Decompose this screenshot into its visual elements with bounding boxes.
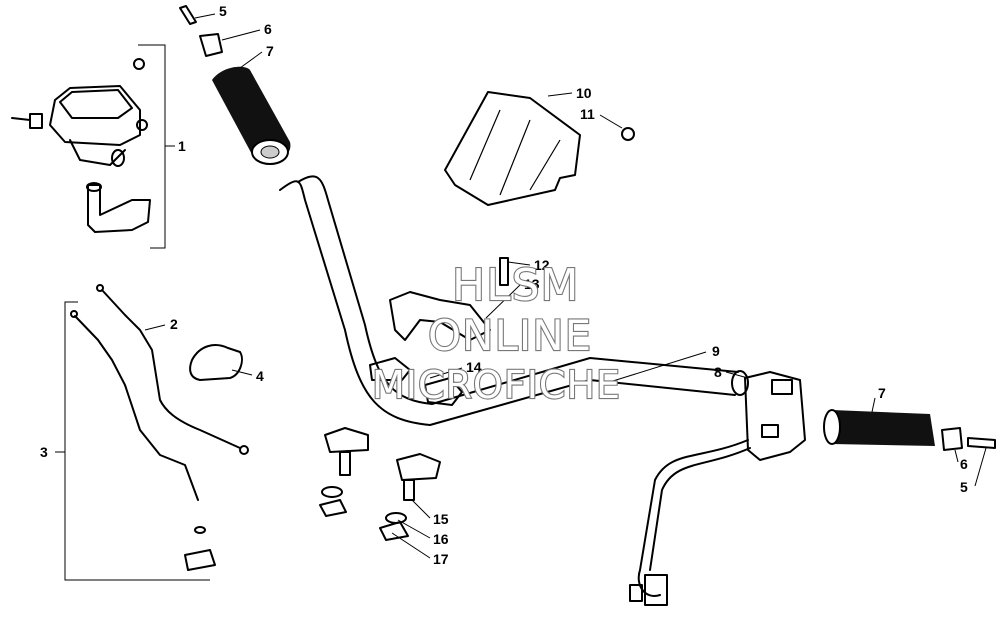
watermark: HLSM ONLINE MICROFICHE <box>371 259 621 408</box>
callout-5-left: 5 <box>219 3 227 19</box>
center-bracket <box>389 257 509 341</box>
callout-14: 14 <box>466 359 482 375</box>
watermark-line-3: MICROFICHE <box>372 363 621 407</box>
right-grip <box>823 409 996 451</box>
callout-17: 17 <box>433 551 449 567</box>
left-grip <box>179 5 291 165</box>
callout-15: 15 <box>433 511 449 527</box>
callout-7-left: 7 <box>266 43 274 59</box>
watermark-line-2: ONLINE <box>428 311 592 360</box>
throttle-cable <box>96 284 249 455</box>
callout-3: 3 <box>40 444 48 460</box>
brake-cable <box>55 301 216 581</box>
callout-16: 16 <box>433 531 449 547</box>
callout-8: 8 <box>714 364 722 380</box>
callouts: 1 2 3 4 5 6 7 8 9 10 11 12 13 14 15 16 1… <box>40 3 968 567</box>
callout-9: 9 <box>712 343 720 359</box>
handlebar-clamps <box>319 357 463 541</box>
wiring-harness <box>629 439 751 606</box>
callout-7-right: 7 <box>878 385 886 401</box>
callout-13: 13 <box>524 276 540 292</box>
callout-6-left: 6 <box>264 21 272 37</box>
callout-11: 11 <box>580 106 595 122</box>
callout-4: 4 <box>256 368 264 384</box>
callout-1: 1 <box>178 138 186 154</box>
callout-12: 12 <box>534 257 550 273</box>
cable-strap <box>189 344 243 381</box>
leader-lines <box>144 13 987 559</box>
callout-10: 10 <box>576 85 592 101</box>
callout-5-right: 5 <box>960 479 968 495</box>
right-switch-housing <box>744 371 806 461</box>
throttle-assembly <box>11 44 175 249</box>
callout-2: 2 <box>170 316 178 332</box>
callout-6-right: 6 <box>960 456 968 472</box>
handlebar <box>279 175 749 426</box>
watermark-line-1: HLSM <box>452 260 580 311</box>
handlebar-cover <box>444 91 635 206</box>
